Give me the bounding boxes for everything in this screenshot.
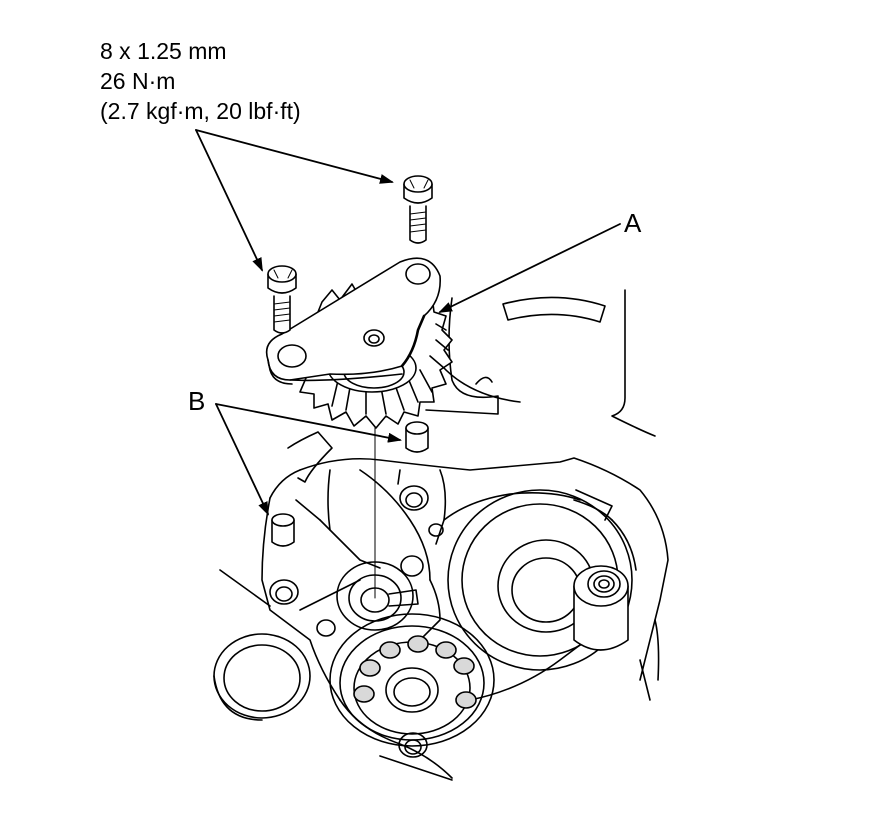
- leader-dowel-upper: [215, 403, 402, 443]
- seal-ring-left: [213, 633, 311, 721]
- torque-nm-label: 26 N·m: [100, 68, 176, 94]
- torque-alt-units-label: (2.7 kgf·m, 20 lbf·ft): [100, 98, 301, 124]
- bolt-size-label: 8 x 1.25 mm: [100, 38, 227, 64]
- gear-holder-plate: [265, 257, 441, 385]
- bearing-bore-right: [447, 489, 637, 671]
- leader-lines: [195, 129, 621, 516]
- housing-holes: [269, 485, 444, 758]
- roller-bearing-bottom: [329, 613, 495, 747]
- leader-bolt-lower: [195, 129, 263, 272]
- torque-spec: 8 x 1.25 mm 26 N·m (2.7 kgf·m, 20 lbf·ft…: [100, 36, 301, 126]
- bolt-upper: [403, 175, 433, 244]
- case-housing: [219, 289, 669, 781]
- leader-gear-a: [438, 223, 621, 313]
- callout-b-label: B: [188, 386, 206, 416]
- shaft-right: [573, 565, 629, 651]
- leader-dowel-lower: [215, 403, 269, 516]
- dowel-pin-upper: [405, 421, 429, 453]
- callout-a-label: A: [624, 208, 642, 238]
- leader-bolt-upper: [195, 129, 394, 184]
- bolt-lower: [267, 265, 297, 334]
- dowel-pin-lower: [271, 513, 295, 547]
